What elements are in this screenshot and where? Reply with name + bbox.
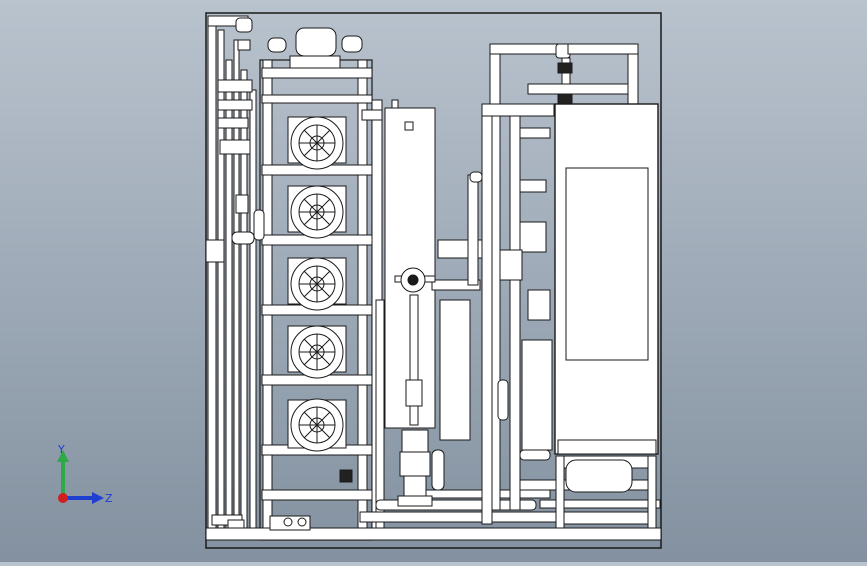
coordinate-triad: Y Z — [48, 440, 118, 510]
storage-tank — [554, 103, 659, 537]
membrane-vessel-2 — [287, 185, 347, 239]
membrane-vessel-1 — [287, 116, 347, 170]
bottom-skid — [205, 469, 662, 541]
pump-motor — [397, 429, 445, 507]
y-axis-label: Y — [57, 443, 65, 456]
pressure-gauge — [394, 267, 436, 293]
y-arrowhead-icon — [57, 450, 69, 462]
middle-panel — [384, 99, 484, 441]
left-pipe-bundle — [205, 15, 257, 537]
origin-icon — [58, 493, 68, 503]
membrane-vessel-4 — [287, 325, 347, 379]
membrane-vessel-5 — [287, 398, 347, 452]
outer-frame — [205, 12, 662, 549]
membrane-vessel-3 — [287, 257, 347, 311]
z-axis-label: Z — [105, 492, 113, 505]
z-arrowhead-icon — [92, 492, 104, 504]
membrane-vessels — [287, 116, 347, 452]
